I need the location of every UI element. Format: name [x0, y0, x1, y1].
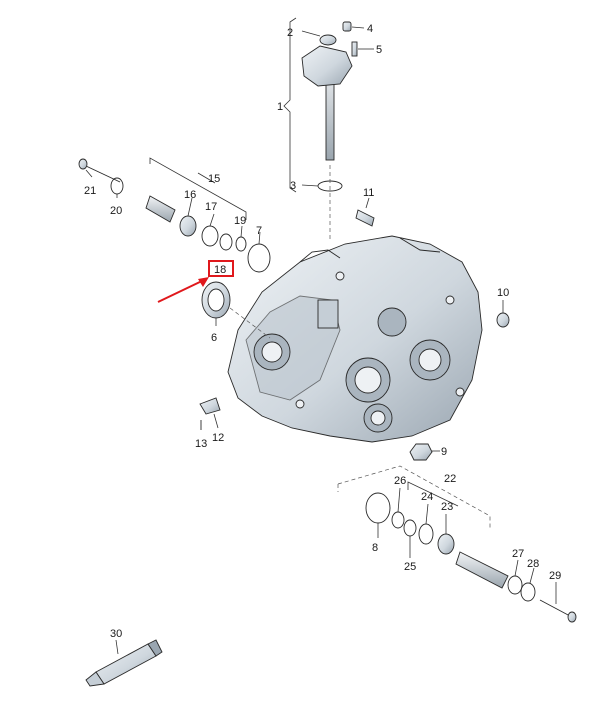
left-shaft-group: 21 20 15 16 17 19 7 6 [78, 157, 271, 344]
label-part-22: 22 [444, 473, 456, 485]
label-part-25: 25 [404, 561, 416, 573]
label-part-12: 12 [212, 432, 224, 444]
highlight-box [208, 260, 234, 277]
label-part-23: 23 [441, 501, 453, 513]
label-part-6: 6 [211, 332, 217, 344]
label-part-5: 5 [376, 44, 382, 56]
part-11-sensor [355, 209, 375, 227]
part-17-ring [201, 225, 219, 247]
part-29-bolt [539, 599, 571, 617]
part-4-plug [342, 21, 352, 32]
part-27-ring [507, 575, 523, 595]
label-part-30: 30 [110, 628, 122, 640]
part-28-ring [520, 582, 536, 602]
part-10-plug [496, 312, 510, 328]
part-16-bearing [179, 215, 197, 237]
small-parts: 11 10 12 13 9 [195, 187, 510, 461]
label-part-1: 1 [277, 101, 283, 113]
label-part-8: 8 [372, 542, 378, 554]
right-shaft-group: 8 26 25 24 23 22 27 28 29 [337, 465, 577, 623]
label-part-11: 11 [363, 187, 374, 199]
part-15-shaft [145, 195, 176, 223]
label-part-24: 24 [421, 491, 433, 503]
label-part-9: 9 [441, 446, 447, 458]
part-7-seal [247, 243, 271, 273]
label-part-7: 7 [256, 225, 262, 237]
part-21-bolt [85, 165, 121, 183]
label-part-3: 3 [290, 180, 296, 192]
label-part-20: 20 [110, 205, 122, 217]
part-25-ring [403, 519, 417, 537]
sealant-tube-part-30: 30 [85, 628, 163, 687]
label-part-28: 28 [527, 558, 539, 570]
part-9-drain-plug [409, 443, 433, 461]
label-part-19: 19 [234, 215, 246, 227]
label-part-13: 13 [195, 438, 207, 450]
label-part-29: 29 [549, 570, 561, 582]
label-part-15: 15 [208, 173, 220, 185]
label-part-17: 17 [205, 201, 217, 213]
pointer-arrowhead [198, 277, 209, 287]
part-23-bearing [437, 533, 455, 555]
part-12-sensor [199, 397, 221, 415]
label-part-2: 2 [287, 27, 293, 39]
label-part-4: 4 [367, 23, 373, 35]
label-part-16: 16 [184, 189, 196, 201]
part-5-pin [351, 41, 358, 57]
label-part-10: 10 [497, 287, 509, 299]
label-part-26: 26 [394, 475, 406, 487]
label-part-27: 27 [512, 548, 524, 560]
part-19-shim [235, 236, 247, 252]
highlight-part-18: 18 [157, 260, 234, 303]
shift-shaft-assembly: 2 4 5 1 3 [277, 17, 382, 240]
part-18-circlip [219, 233, 233, 251]
part-22-shaft [455, 551, 509, 589]
gearbox-housing [227, 235, 483, 443]
part-26-circlip [391, 511, 405, 529]
selector-housing [301, 45, 353, 87]
label-part-18: 18 [214, 264, 226, 276]
part-24-ring [418, 523, 434, 545]
part-8-seal [365, 492, 391, 524]
pointer-arrow-line [157, 279, 205, 303]
label-part-21: 21 [84, 185, 96, 197]
part-2-nut [319, 34, 337, 46]
